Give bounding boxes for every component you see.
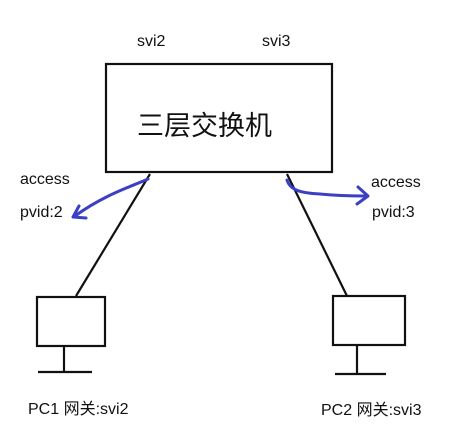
svi2-label: svi2 bbox=[137, 33, 166, 50]
right-pvid-label: pvid:3 bbox=[372, 204, 415, 221]
left-pvid-label: pvid:2 bbox=[20, 204, 63, 221]
right-arrowhead bbox=[355, 185, 370, 206]
pc1-monitor bbox=[35, 295, 107, 348]
switch-box bbox=[104, 62, 334, 174]
pc1-label: PC1 网关:svi2 bbox=[28, 401, 129, 418]
pc2-monitor bbox=[331, 294, 407, 347]
left-arrowhead bbox=[71, 204, 88, 220]
left-mode-label: access bbox=[20, 171, 70, 188]
svi3-label: svi3 bbox=[262, 33, 291, 50]
right-port-arrow bbox=[285, 178, 368, 198]
link-switch-pc2 bbox=[286, 173, 348, 297]
switch-title: 三层交换机 bbox=[137, 111, 272, 142]
left-port-arrow bbox=[73, 177, 150, 218]
right-mode-label: access bbox=[371, 174, 421, 191]
link-switch-pc1 bbox=[75, 173, 151, 297]
pc2-label: PC2 网关:svi3 bbox=[321, 402, 422, 419]
